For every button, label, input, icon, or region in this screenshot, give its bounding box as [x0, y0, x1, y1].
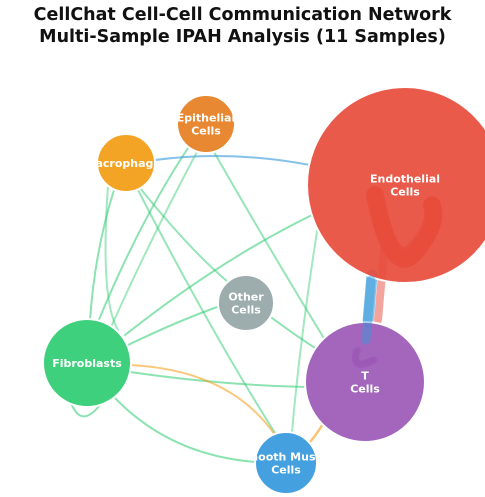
edge-fibroblasts-t — [129, 371, 306, 388]
node-circle-fibroblasts — [42, 318, 132, 408]
edge-t-self-loop-overlay — [351, 348, 378, 368]
node-label-t-line-2: Cells — [350, 383, 380, 396]
edge-other-t — [271, 317, 319, 351]
edge-fibroblasts-other — [127, 305, 221, 346]
node-circle-smooth — [254, 431, 318, 495]
edge-fibroblasts-smooth — [114, 397, 256, 463]
node-fibroblasts: Fibroblasts — [42, 318, 132, 408]
edge-t-endothelial — [362, 269, 378, 328]
node-circle-endothelial — [306, 86, 485, 284]
edge-epithelial-fibroblasts — [111, 149, 199, 326]
node-label-fibroblasts-line-1: Fibroblasts — [52, 357, 122, 370]
edge-endothelial-smooth — [291, 224, 319, 433]
node-label-epithelial-line-2: Cells — [191, 125, 221, 138]
edge-fibroblasts-endothelial — [124, 214, 313, 336]
node-label-endothelial-line-1: Endothelial — [370, 173, 440, 186]
node-label-other-line-1: Other — [228, 291, 264, 304]
edge-fibroblasts-macrophages — [89, 189, 115, 321]
node-label-smooth-line-1: Smooth Muscle — [239, 451, 334, 464]
node-label-endothelial-line-2: Cells — [390, 186, 420, 199]
node-endothelial — [306, 86, 485, 284]
node-label-other-line-2: Cells — [231, 304, 261, 317]
node-label-macrophages-line-1: Macrophages — [85, 157, 168, 170]
edge-t-endothelial-overlay — [361, 275, 376, 345]
node-circle-t — [304, 321, 426, 443]
node-label-smooth-line-2: Cells — [271, 464, 301, 477]
edge-fibroblasts-smooth-orange — [129, 364, 276, 436]
edge-endothelial-self-loop-overlay — [367, 187, 443, 268]
node-label-epithelial-line-1: Epithelial — [177, 112, 235, 125]
edge-macrophages-fibroblasts — [104, 185, 119, 331]
node-macrophages: Macrophages — [85, 133, 168, 193]
node-circle-epithelial — [176, 94, 236, 154]
node-t — [304, 321, 426, 443]
node-label-t-line-1: T — [361, 370, 369, 383]
edge-macrophages-smooth — [137, 189, 276, 434]
diagram-title: CellChat Cell-Cell Communication Network… — [0, 4, 485, 48]
title-line-2: Multi-Sample IPAH Analysis (11 Samples) — [39, 27, 446, 47]
edge-macrophages-other — [139, 187, 229, 283]
edge-epithelial-t — [213, 151, 326, 341]
node-circle-other — [217, 274, 275, 332]
node-circle-macrophages — [96, 133, 156, 193]
edge-fibroblasts-epithelial — [97, 144, 191, 323]
edge-macrophages-endothelial — [154, 155, 311, 166]
title-line-1: CellChat Cell-Cell Communication Network — [33, 5, 452, 25]
